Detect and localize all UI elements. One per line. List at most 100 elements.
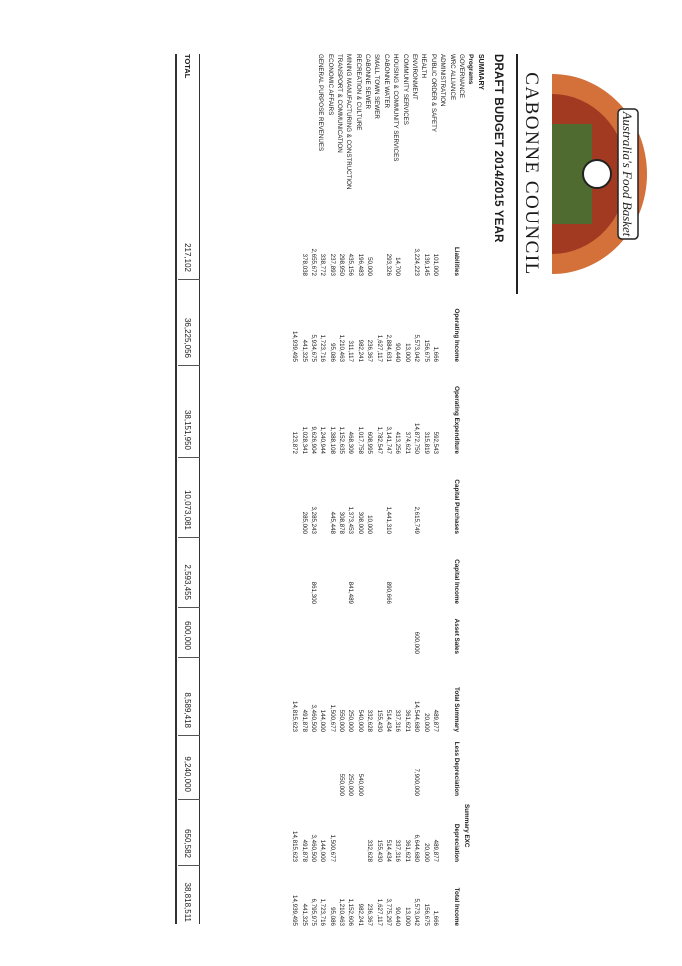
table-cell: 468,309	[347, 431, 355, 454]
table-cell: 592,543	[432, 431, 439, 454]
table-cell: 3,460,500	[309, 834, 317, 862]
table-cell	[309, 609, 318, 654]
table-cell: 2,884,631	[385, 334, 393, 362]
table-cell	[327, 544, 336, 604]
logo-emblem-icon: Australia's Food Basket	[552, 74, 647, 274]
table-cell: 236,367	[366, 903, 374, 926]
table-cell	[393, 464, 402, 534]
table-cell	[431, 609, 440, 654]
table-cell: 14,939,495	[291, 895, 299, 926]
table-cell: 14,872,750	[413, 423, 421, 454]
table-cell: 361,621	[403, 709, 411, 732]
table-cell	[365, 544, 374, 604]
table-cell	[290, 544, 299, 604]
table-cell: 1,152,606	[347, 898, 355, 926]
table-cell: 1,666	[432, 346, 439, 362]
table-cell: 1,028,341	[300, 426, 308, 454]
table-cell: 5,934,675	[309, 334, 317, 362]
table-cell	[299, 738, 308, 796]
program-name: CABONNE WATER	[382, 54, 390, 108]
table-cell: 608,995	[366, 431, 374, 454]
total-cell: 38,151,950	[183, 409, 192, 450]
table-cell: 2,615,749	[413, 506, 421, 534]
column-header: Less Depreciation	[453, 741, 460, 796]
program-name: GOVERNANCE	[458, 54, 465, 99]
table-cell	[384, 609, 393, 654]
total-cell: 600,000	[183, 621, 192, 650]
table-cell: 841,489	[347, 581, 355, 604]
table-cell: 1,441,310	[385, 506, 393, 534]
program-name: SMALL TOWN SEWER	[373, 54, 381, 119]
table-cell: 7,900,000	[413, 768, 421, 796]
table-cell: 1,500,677	[328, 834, 336, 862]
table-cell: 95,086	[328, 343, 336, 362]
table-cell: 14,815,623	[291, 831, 299, 862]
summary-exc-heading: Summary EXC	[463, 804, 470, 848]
table-cell	[290, 214, 299, 276]
table-cell	[402, 464, 411, 534]
table-cell: 101,000	[432, 253, 439, 276]
table-cell	[337, 609, 346, 654]
program-name: ECONOMIC AFFAIRS	[326, 54, 334, 116]
table-cell	[421, 609, 430, 654]
table-cell: 1,500,677	[328, 704, 336, 732]
total-cell: 10,073,081	[183, 489, 192, 530]
program-name: HEALTH	[420, 54, 428, 78]
table-cell: 332,628	[366, 839, 374, 862]
table-cell	[374, 544, 383, 604]
table-cell: 1,388,108	[328, 426, 336, 454]
program-name: CABONNE SEWER	[364, 54, 372, 110]
column-header: Operating Expenditure	[453, 386, 460, 454]
table-cell	[346, 609, 355, 654]
total-separator	[178, 365, 200, 366]
table-cell: 1,782,547	[375, 426, 383, 454]
table-cell	[374, 738, 383, 796]
program-name: ENVIRONMENT	[411, 54, 419, 100]
table-cell	[299, 544, 308, 604]
table-cell: 14,815,623	[291, 701, 299, 732]
table-cell: 338,772	[319, 253, 327, 276]
table-cell	[402, 738, 411, 796]
table-cell: 155,430	[375, 839, 383, 862]
table-cell: 5,573,042	[413, 898, 421, 926]
page-title: DRAFT BUDGET 2014/2015 YEAR	[492, 54, 504, 243]
table-cell: 1,723,716	[319, 898, 327, 926]
column-header: Capital Income	[453, 559, 460, 604]
table-cell: 374,621	[403, 431, 411, 454]
logo-field-icon	[552, 124, 592, 224]
logo-sun-icon	[582, 159, 612, 189]
total-separator	[178, 457, 200, 458]
table-cell: 285,000	[300, 511, 308, 534]
total-label: TOTAL	[183, 54, 192, 79]
table-cell	[393, 544, 402, 604]
table-cell: 1,240,944	[319, 426, 327, 454]
column-header: Total Income	[453, 887, 460, 926]
table-cell: 441,325	[300, 903, 308, 926]
table-cell	[365, 609, 374, 654]
table-cell	[355, 609, 364, 654]
table-cell: 540,000	[356, 709, 364, 732]
table-cell: 156,675	[422, 339, 430, 362]
program-name: WRC ALLIANCE	[448, 54, 456, 101]
program-name: MINING MANUFACTURING & CONSTRUCTION	[345, 54, 353, 190]
table-cell: 491,878	[300, 709, 308, 732]
total-cell: 2,593,455	[183, 564, 192, 600]
table-cell: 489,877	[432, 839, 439, 862]
table-cell	[365, 738, 374, 796]
table-cell: 139,145	[422, 253, 430, 276]
table-cell: 3,775,297	[385, 898, 393, 926]
table-cell: 1,210,463	[338, 898, 346, 926]
table-cell: 445,448	[328, 511, 336, 534]
table-cell: 90,440	[394, 907, 402, 926]
table-cell: 982,241	[356, 339, 364, 362]
table-cell: 514,434	[385, 839, 393, 862]
table-cell: 413,256	[394, 431, 402, 454]
table-cell: 13,000	[403, 343, 411, 362]
table-cell: 3,460,500	[309, 704, 317, 732]
table-cell: 5,573,042	[413, 334, 421, 362]
table-cell: 1,627,117	[375, 898, 383, 926]
table-cell: 441,325	[300, 339, 308, 362]
table-cell: 10,000	[366, 515, 374, 534]
total-cell: 8,589,418	[183, 692, 192, 728]
table-cell	[421, 464, 430, 534]
